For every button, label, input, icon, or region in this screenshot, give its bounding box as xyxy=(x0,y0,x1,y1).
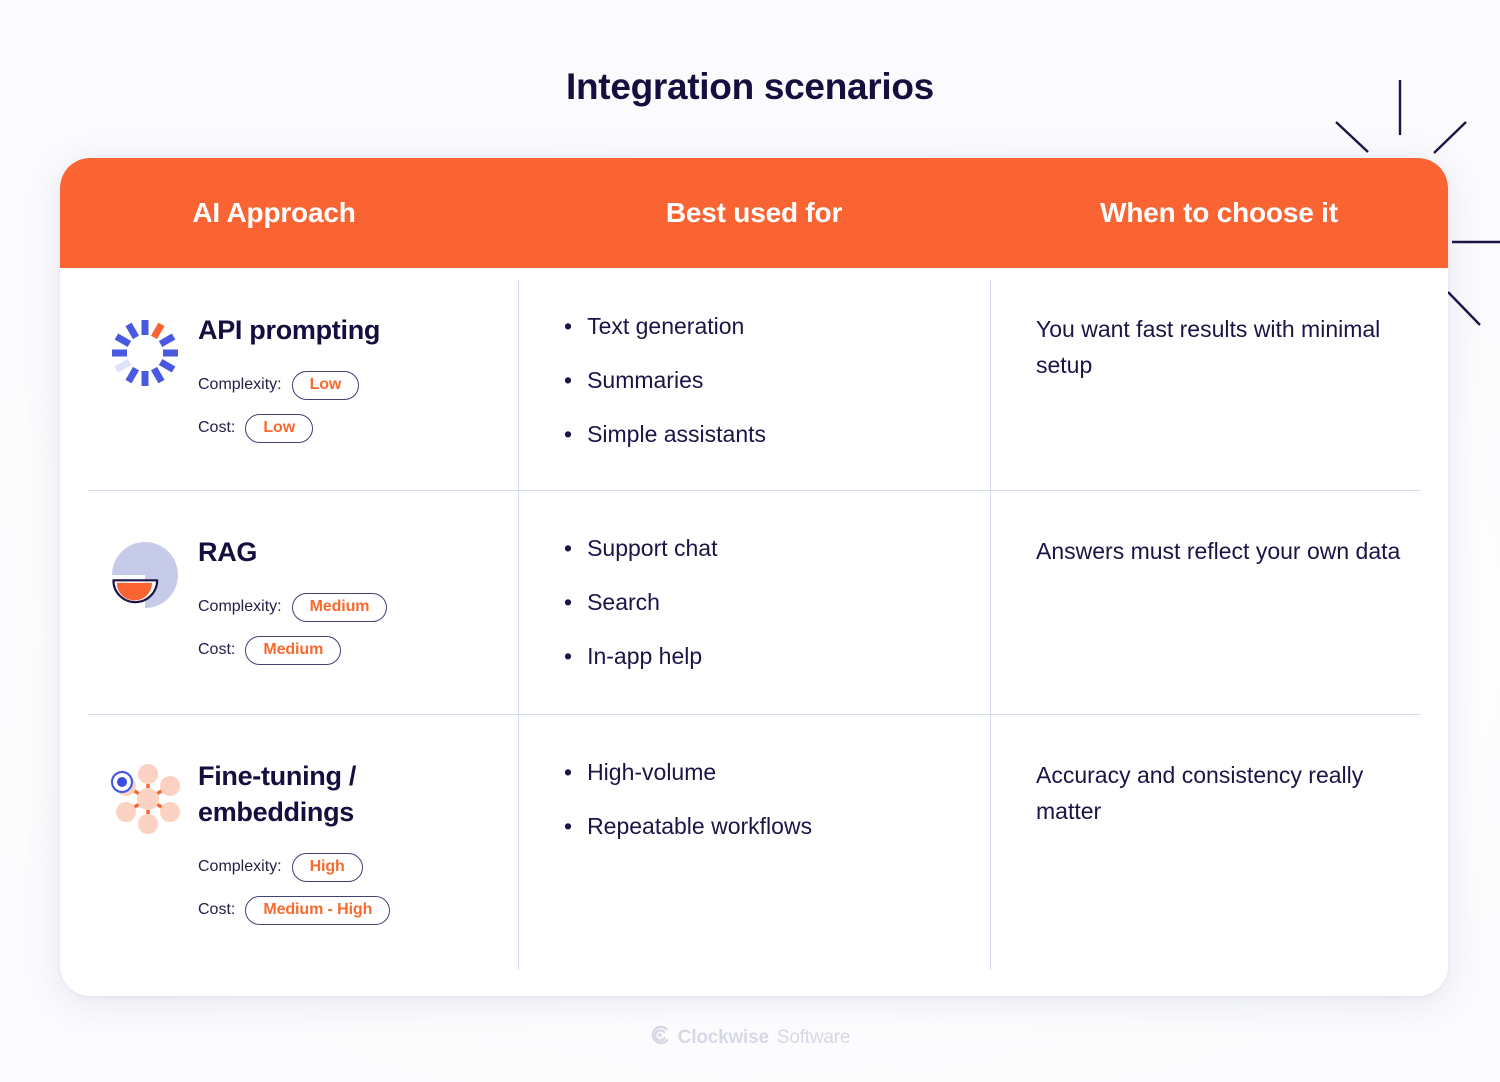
table-header: AI Approach Best used for When to choose… xyxy=(60,158,1448,268)
complexity-badge: High xyxy=(291,852,363,882)
approach-text-block: RAG Complexity: Medium Cost: Medium xyxy=(186,532,388,665)
column-divider-1 xyxy=(518,280,519,970)
cost-row: Cost: Low xyxy=(198,413,380,443)
approach-text-block: API prompting Complexity: Low Cost: Low xyxy=(186,310,380,443)
complexity-label: Complexity: xyxy=(198,376,282,394)
bullet-dot: • xyxy=(564,588,573,615)
best-used-for-cell: • Support chat • Search • In-app help xyxy=(518,490,990,695)
approach-text-block: Fine-tuning / embeddings Complexity: Hig… xyxy=(186,756,391,925)
list-item: • In-app help xyxy=(564,642,990,671)
spinner-icon xyxy=(104,310,186,392)
table-row: RAG Complexity: Medium Cost: Medium • xyxy=(60,490,1448,714)
approach-cell: API prompting Complexity: Low Cost: Low xyxy=(60,268,518,443)
complexity-row: Complexity: Medium xyxy=(198,592,388,622)
clockwise-spiral-icon xyxy=(650,1025,670,1050)
approach-name: API prompting xyxy=(198,315,381,345)
list-item-label: Search xyxy=(587,588,660,615)
list-item: • High-volume xyxy=(564,758,990,787)
list-item-label: Text generation xyxy=(587,313,745,339)
complexity-label: Complexity: xyxy=(198,858,282,876)
complexity-row: Complexity: High xyxy=(198,852,390,882)
approach-cell: Fine-tuning / embeddings Complexity: Hig… xyxy=(60,714,518,925)
bullet-dot: • xyxy=(564,366,573,393)
cost-badge: Medium xyxy=(245,635,342,665)
list-item: • Summaries xyxy=(564,366,990,395)
footer-brand-name: Clockwise xyxy=(677,1026,769,1048)
best-used-for-cell: • High-volume • Repeatable workflows xyxy=(518,714,990,866)
column-header-best-used-for: Best used for xyxy=(665,197,843,228)
cost-badge: Low xyxy=(245,413,314,443)
bullet-dot: • xyxy=(564,812,573,839)
complexity-badge: Low xyxy=(291,370,360,400)
cost-row: Cost: Medium xyxy=(198,635,387,665)
cost-label: Cost: xyxy=(198,901,236,919)
footer-brand-word: Software xyxy=(776,1026,851,1048)
bullet-dot: • xyxy=(564,313,573,339)
when-to-choose-cell: Accuracy and consistency really matter xyxy=(1036,762,1364,824)
list-item: • Repeatable workflows xyxy=(564,812,990,841)
bullet-dot: • xyxy=(564,642,573,669)
list-item: • Text generation xyxy=(564,312,990,341)
row-divider xyxy=(88,714,1420,715)
complexity-badge: Medium xyxy=(291,592,388,622)
table-row: Fine-tuning / embeddings Complexity: Hig… xyxy=(60,714,1448,962)
when-to-choose-cell: Answers must reflect your own data xyxy=(1036,538,1401,564)
page-title: Integration scenarios xyxy=(566,66,934,107)
list-item: • Search xyxy=(564,588,990,617)
approach-cell: RAG Complexity: Medium Cost: Medium xyxy=(60,490,518,665)
list-item-label: Support chat xyxy=(587,535,718,561)
list-item-label: Simple assistants xyxy=(587,420,767,447)
table-body: API prompting Complexity: Low Cost: Low xyxy=(60,268,1448,970)
bullet-dot: • xyxy=(564,759,573,785)
bullet-dot: • xyxy=(564,420,573,447)
scenarios-table-card: AI Approach Best used for When to choose… xyxy=(60,158,1448,996)
best-used-for-cell: • Text generation • Summaries • Simple a… xyxy=(518,268,990,473)
complexity-label: Complexity: xyxy=(198,598,282,616)
when-to-choose-cell: You want fast results with minimal setup xyxy=(1036,316,1381,378)
list-item-label: In-app help xyxy=(587,642,703,669)
complexity-row: Complexity: Low xyxy=(198,370,380,400)
cost-label: Cost: xyxy=(198,419,236,437)
cost-badge: Medium - High xyxy=(245,895,391,925)
list-item-label: High-volume xyxy=(587,759,717,785)
list-item-label: Summaries xyxy=(587,366,704,393)
list-item: • Simple assistants xyxy=(564,420,990,449)
cost-label: Cost: xyxy=(198,641,236,659)
bullet-dot: • xyxy=(564,535,573,561)
column-header-ai-approach: AI Approach xyxy=(192,197,356,228)
table-row: API prompting Complexity: Low Cost: Low xyxy=(60,268,1448,490)
column-divider-2 xyxy=(990,280,991,970)
list-item: • Support chat xyxy=(564,534,990,563)
footer-logo: Clockwise Software xyxy=(0,1025,1500,1050)
column-header-when-to-choose: When to choose it xyxy=(1100,197,1338,228)
network-nodes-icon xyxy=(104,756,186,838)
approach-name: RAG xyxy=(198,537,258,567)
list-item-label: Repeatable workflows xyxy=(587,812,813,839)
cost-row: Cost: Medium - High xyxy=(198,895,391,925)
approach-name: Fine-tuning / embeddings xyxy=(198,761,357,827)
pinwheel-bowl-icon xyxy=(104,532,186,614)
row-divider xyxy=(88,490,1420,491)
